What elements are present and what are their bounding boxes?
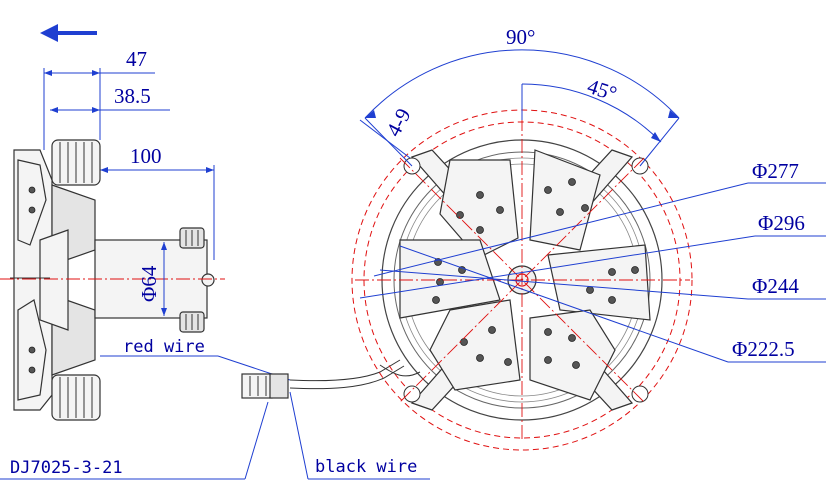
dim-100-label: 100 [130,144,162,168]
slot-label: 4-9 [381,104,415,140]
callout-phi244: Φ244 [379,269,826,300]
dimension-47: 47 [43,47,155,150]
black-wire-label: black wire [315,457,417,477]
rivet-holes [432,178,639,369]
svg-text:Φ244: Φ244 [752,274,799,298]
dim-38-5-label: 38.5 [114,84,151,108]
dim-47-label: 47 [126,47,147,71]
callout-phi222-5: Φ222.5 [399,245,826,363]
fan-frame [10,139,101,421]
front-view [351,95,693,451]
angle-dimensions: 90° 45° 4-9 [359,25,680,167]
dimension-38-5: 38.5 [50,84,170,113]
dimension-100: 100 [100,144,215,260]
svg-text:Φ296: Φ296 [758,211,805,235]
svg-text:Φ222.5: Φ222.5 [732,337,795,361]
connector-callout: DJ7025-3-21 [0,401,269,480]
dimension-phi64: Φ64 [137,242,167,316]
black-wire-callout: black wire [289,391,430,480]
svg-text:Φ277: Φ277 [752,159,799,183]
left-arrow-icon [40,24,97,42]
diameter-callouts: Φ277 Φ296 Φ244 Φ222.5 [359,159,826,363]
dim-phi64-label: Φ64 [137,265,161,302]
side-view: 47 38.5 100 [0,24,291,421]
cable-connector [241,359,405,399]
angle-45-label: 45° [584,74,619,106]
red-wire-label: red wire [123,337,205,357]
callout-phi296: Φ296 [359,211,826,299]
callout-phi277: Φ277 [373,159,826,277]
fan-blades [399,149,651,401]
red-wire-callout: red wire [100,337,291,381]
connector-label: DJ7025-3-21 [10,458,123,478]
angle-90-label: 90° [506,25,535,49]
